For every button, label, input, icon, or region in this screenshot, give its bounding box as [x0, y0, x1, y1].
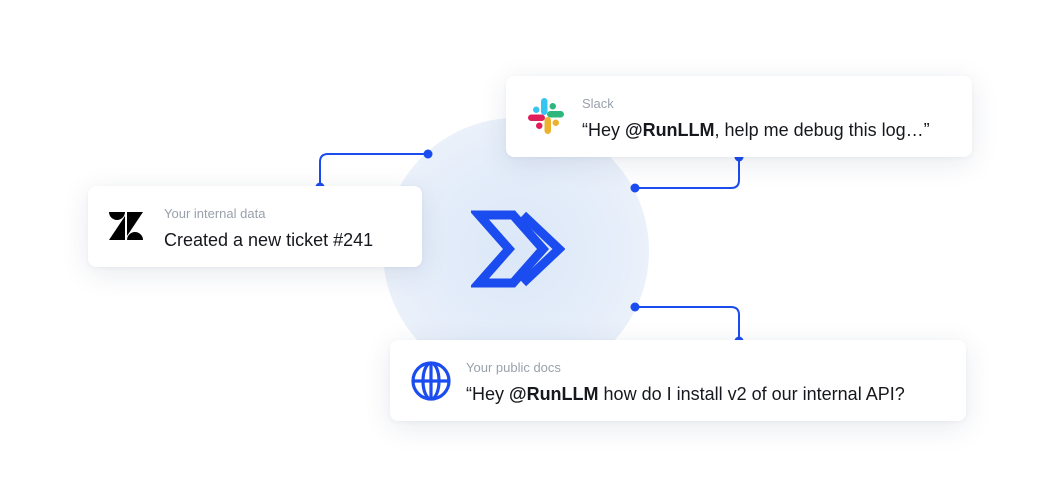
connector-zendesk [319, 153, 428, 187]
connector-slack [635, 157, 740, 189]
mention: @RunLLM [625, 120, 715, 140]
source-label: Your public docs [466, 360, 561, 375]
source-label: Slack [582, 96, 614, 111]
mention: @RunLLM [509, 384, 599, 404]
connector-dot [630, 302, 640, 312]
source-label: Your internal data [164, 206, 266, 221]
runllm-chevron-logo-icon [471, 210, 565, 288]
connector-dot [630, 183, 640, 193]
message-text: “Hey @RunLLM, help me debug this log…” [582, 120, 930, 140]
slack-card: Slack “Hey @RunLLM, help me debug this l… [506, 76, 972, 157]
zendesk-card: Your internal data Created a new ticket … [88, 186, 422, 267]
public-docs-card: Your public docs “Hey @RunLLM how do I i… [390, 340, 966, 421]
connector-dot [423, 149, 433, 159]
zendesk-icon [109, 212, 143, 240]
globe-icon [411, 361, 451, 401]
message-text: Created a new ticket #241 [164, 230, 374, 250]
message-text: “Hey @RunLLM how do I install v2 of our … [466, 384, 905, 404]
hub-glow-circle [383, 118, 649, 384]
slack-icon [528, 98, 564, 134]
connector-docs [635, 306, 740, 341]
